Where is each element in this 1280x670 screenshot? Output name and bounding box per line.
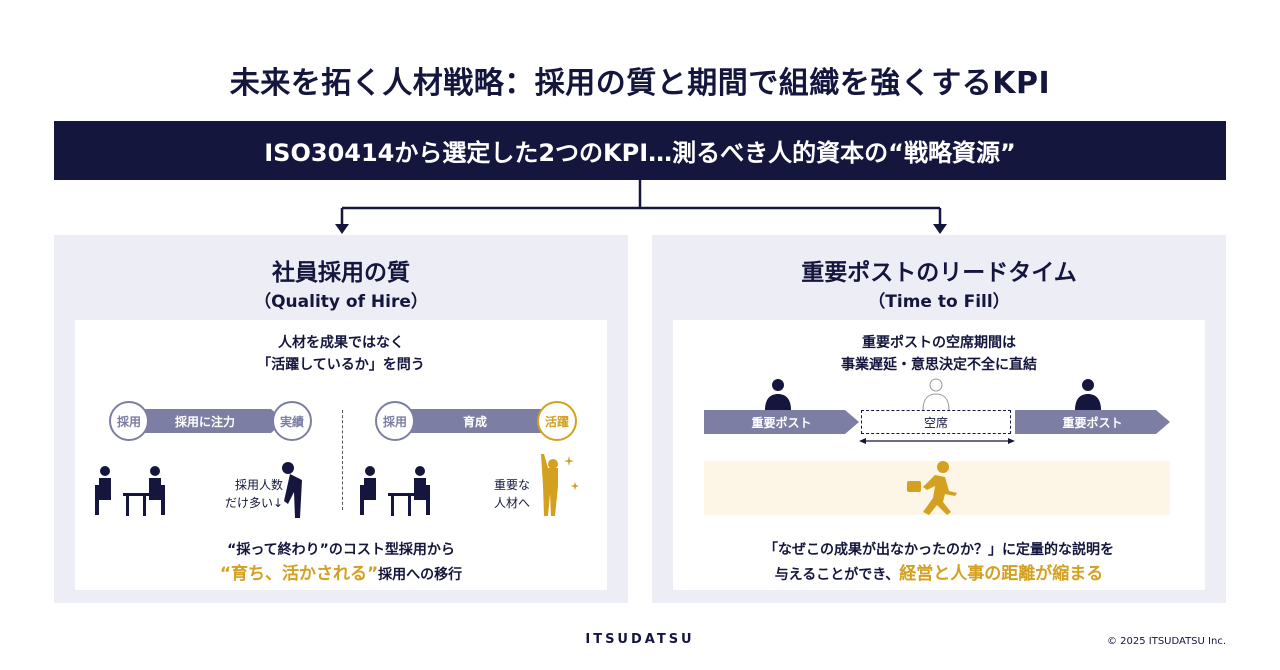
panel-heading: 重要ポストのリードタイム — [801, 260, 1077, 286]
conclusion-highlight: 経営と人事の距離が縮まる — [899, 564, 1104, 584]
flow-start: 採用 — [109, 401, 149, 441]
panel-subheading: （Quality of Hire） — [254, 292, 428, 312]
lead-line-2: 「活躍しているか」を問う — [257, 357, 425, 373]
page-title: 未来を拓く人材戦略：採用の質と期間で組織を強くするKPI — [229, 66, 1051, 101]
flow-bar: 採用に注力 — [125, 409, 285, 433]
flow-start: 採用 — [375, 401, 415, 441]
lead-line-1: 重要ポストの空席期間は — [862, 335, 1016, 351]
post-bar: 重要ポスト — [1015, 410, 1170, 434]
copyright: © 2025 ITSUDATSU Inc. — [1106, 636, 1226, 647]
time-to-fill-panel: 重要ポストのリードタイム （Time to Fill） 重要ポストの空席期間は … — [652, 235, 1226, 603]
note-line: 採用人数 — [234, 478, 283, 492]
quality-of-hire-panel: 社員採用の質 （Quality of Hire） 人材を成果ではなく 「活躍して… — [54, 235, 628, 603]
vacant-person-icon — [922, 378, 950, 410]
vacant-bar: 空席 — [861, 410, 1011, 434]
lead-line-1: 人材を成果ではなく — [278, 335, 404, 351]
flow-end-highlight: 活躍 — [537, 401, 577, 441]
conclusion-highlight: “育ち、活かされる” — [219, 564, 379, 584]
connector-arrows — [335, 180, 947, 234]
conclusion-rest: 採用への移行 — [378, 567, 463, 583]
running-person-icon — [907, 461, 957, 515]
panel-subheading: （Time to Fill） — [868, 292, 1010, 312]
interview-icon — [360, 466, 430, 516]
person-icon — [765, 379, 791, 410]
note-line: 人材へ — [493, 496, 530, 510]
divider — [342, 410, 343, 510]
interview-icon — [95, 466, 165, 516]
flow-bar: 育成 — [395, 409, 555, 433]
lead-line-2: 事業遅延・意思決定不全に直結 — [841, 357, 1037, 373]
note-line: だけ多い↓ — [224, 496, 283, 510]
company-logo: ITSUDATSU — [585, 632, 695, 647]
panel-heading: 社員採用の質 — [272, 260, 410, 286]
dejected-person-icon — [282, 462, 302, 518]
kpi-banner: ISO30414から選定した2つのKPI…測るべき人的資本の“戦略資源” — [54, 121, 1226, 180]
flow-end: 実績 — [272, 401, 312, 441]
note-line: 重要な — [493, 478, 530, 492]
quality-of-hire-card: 人材を成果ではなく 「活躍しているか」を問う 採用に注力 採用 実績 育成 採用… — [75, 320, 607, 590]
conclusion-line-1: 「なぜこの成果が出なかったのか？」に定量的な説明を — [764, 542, 1114, 558]
celebrating-person-icon — [541, 454, 579, 516]
conclusion-rest: 与えることができ、 — [774, 567, 900, 583]
time-to-fill-card: 重要ポストの空席期間は 事業遅延・意思決定不全に直結 重要ポスト 空席 重要ポス… — [673, 320, 1205, 590]
duration-arrow — [859, 438, 1015, 444]
person-icon — [1075, 379, 1101, 410]
post-bar: 重要ポスト — [704, 410, 859, 434]
conclusion-line-1: “採って終わり”のコスト型採用から — [227, 542, 455, 558]
